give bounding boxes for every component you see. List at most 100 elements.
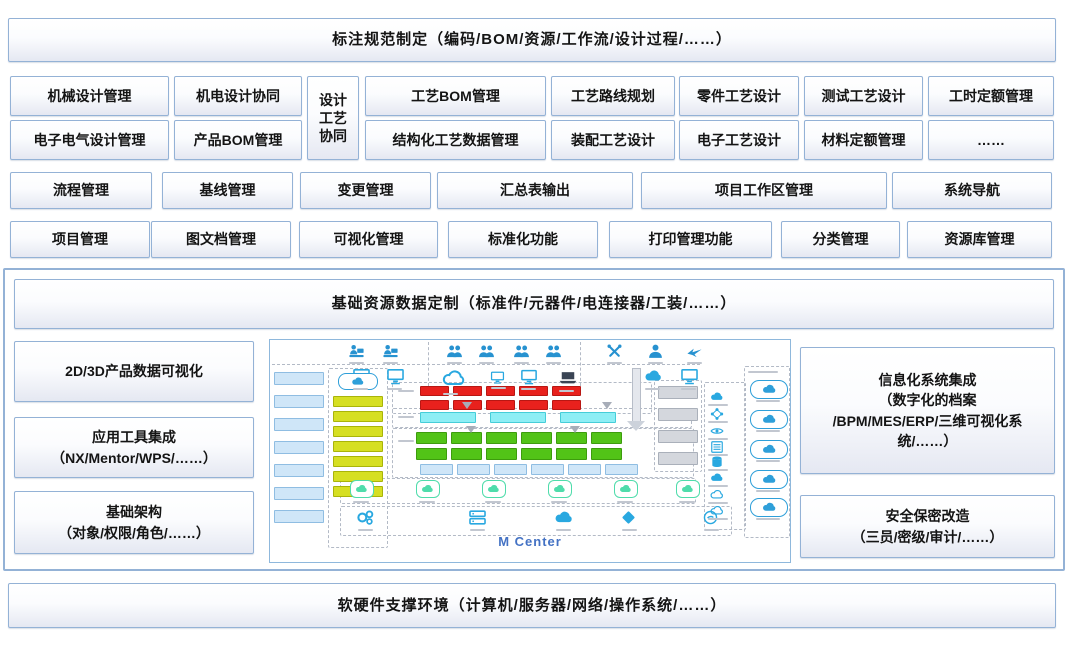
diagram-block [490,412,546,423]
diagram-block [274,372,324,385]
badge-icon [750,380,788,399]
diagram-block [556,448,587,460]
label-stub [679,501,695,503]
diagram-block [416,448,447,460]
cloudfill-icon [710,390,724,404]
left-box-base-architecture: 基础架构 （对象/权限/角色/……） [14,491,254,554]
label-stub [704,529,719,531]
banner-standard-spec: 标注规范制定（编码/BOM/资源/工作流/设计过程/……） [8,18,1056,62]
diagram-block [420,464,453,475]
func-box-print-mgmt: 打印管理功能 [609,221,772,258]
label-stub [387,388,402,390]
func-box-process-bom: 工艺BOM管理 [365,76,546,116]
func-box-more: …… [928,120,1054,160]
func-box-labor-quota: 工时定额管理 [928,76,1054,116]
tools-icon [606,343,623,360]
people-icon [545,343,562,360]
banner-infrastructure: 软硬件支撑环境（计算机/服务器/网络/操作系统/……） [8,583,1056,628]
label-stub [748,371,778,373]
func-box-baseline: 基线管理 [162,172,293,209]
left-box-tool-integration: 应用工具集成 （NX/Mentor/WPS/……） [14,417,254,478]
dashed-divider [580,342,581,386]
func-box-project-mgmt: 项目管理 [10,221,150,258]
func-box-project-workspace: 项目工作区管理 [641,172,887,209]
flow-arrow-icon [570,426,580,433]
people-icon [478,343,495,360]
label-stub [756,400,780,402]
badge-icon [750,470,788,489]
diagram-block [658,430,698,443]
diagram-block [591,448,622,460]
badge-icon [548,480,572,498]
cloudfill-icon [644,367,663,386]
label-stub [687,362,702,364]
diagram-block [486,386,515,396]
cloudfill-icon [710,471,724,485]
diagram-block [521,448,552,460]
dashed-region-oval-icon-stack-region [744,366,790,538]
diagram-block [519,400,548,410]
diagram-block [568,464,601,475]
embedded-mcenter-screenshot: M Center [269,339,791,563]
diagram-block [453,386,482,396]
label-stub [419,501,435,503]
dashed-region-gray-stack-region [654,380,702,472]
label-stub [479,362,494,364]
func-box-electrical-design: 电子电气设计管理 [10,120,169,160]
badge-icon [676,480,700,498]
banner-standard-spec-label: 标注规范制定（编码/BOM/资源/工作流/设计过程/……） [332,31,732,49]
badge-icon [750,498,788,517]
label-stub [556,529,571,531]
label-stub [708,438,728,440]
diagram-block [333,441,383,452]
diagram-block [519,386,548,396]
flow-arrow-icon [602,402,612,409]
diagram-block [274,395,324,408]
monitor-icon [520,368,538,386]
func-box-test-process: 测试工艺设计 [804,76,923,116]
banner-infrastructure-label: 软硬件支撑环境（计算机/服务器/网络/操作系统/……） [337,596,727,614]
label-stub [756,518,780,520]
diamond-icon [620,509,637,526]
func-box-system-nav: 系统导航 [892,172,1052,209]
label-stub [398,416,414,418]
dashed-divider [272,364,700,365]
diagram-block [333,456,383,467]
label-stub [708,421,728,423]
laptop-icon [558,368,578,388]
network-icon [710,407,724,421]
label-stub [645,388,660,390]
func-box-part-process: 零件工艺设计 [679,76,799,116]
label-stub [485,501,501,503]
cloudline-icon [710,504,724,518]
diagram-block [556,432,587,444]
diagram-block [416,432,447,444]
label-stub [521,388,536,390]
label-stub [470,529,485,531]
func-box-assembly-process: 装配工艺设计 [551,120,675,160]
diagram-block [591,432,622,444]
diagram-block [457,464,490,475]
diagram-block [552,400,581,410]
label-stub [607,362,622,364]
diagram-block [486,400,515,410]
badge-icon [338,373,378,390]
func-box-visualization-mgmt: 可视化管理 [299,221,438,258]
func-box-resource-library: 资源库管理 [907,221,1052,258]
bird-icon [686,343,703,360]
func-box-electronic-process: 电子工艺设计 [679,120,799,160]
diagram-block [274,418,324,431]
dashed-region-mint-icon-row-region [340,478,696,504]
db-icon [710,455,724,469]
func-box-classification: 分类管理 [781,221,900,258]
badge-icon [750,410,788,429]
diagram-block [274,441,324,454]
label-stub [708,404,728,406]
diagram-block [274,510,324,523]
label-stub [708,502,728,504]
person-icon [647,343,664,360]
label-stub [398,390,414,392]
func-box-mechatronic-collab: 机电设计协同 [174,76,302,116]
platform-header: 基础资源数据定制（标准件/元器件/电连接器/工装/……） [14,279,1054,329]
